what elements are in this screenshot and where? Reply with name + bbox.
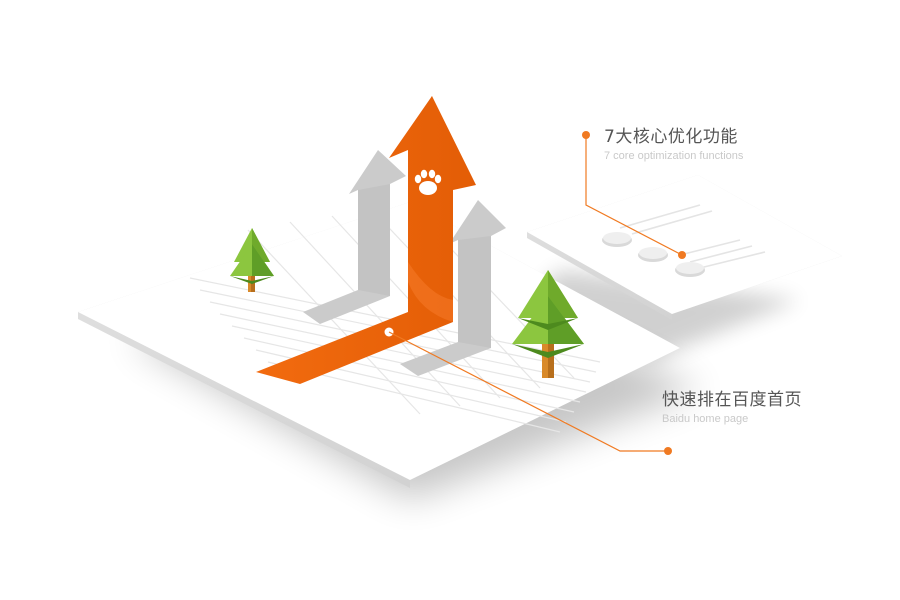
tree-small-icon [230,228,274,292]
tree-large-icon [512,270,584,378]
callout-optimization-title: 7大核心优化功能 [604,127,738,147]
secondary-page [527,175,842,360]
secondary-page-chips [602,232,705,277]
secondary-page-surface [527,175,842,314]
leader-endpoint-top [678,251,686,259]
callout-homepage-title: 快速排在百度首页 [662,390,802,410]
gray-arrow-left [303,150,406,324]
paw-icon [414,169,442,195]
callout-optimization: 7大核心优化功能 7 core optimization functions [604,127,743,164]
callout-optimization-subtitle: 7 core optimization functions [604,150,744,162]
leader-dot-bottom [664,447,672,455]
orange-growth-arrow [256,96,476,384]
orange-arrow-body [256,96,476,384]
callout-homepage-subtitle: Baidu home page [662,413,749,425]
leader-line-top [582,131,686,259]
leader-line-bottom [388,331,672,455]
callout-homepage: 快速排在百度首页 Baidu home page [662,390,802,427]
gray-arrow-right [400,200,506,376]
secondary-page-lines [619,204,766,269]
